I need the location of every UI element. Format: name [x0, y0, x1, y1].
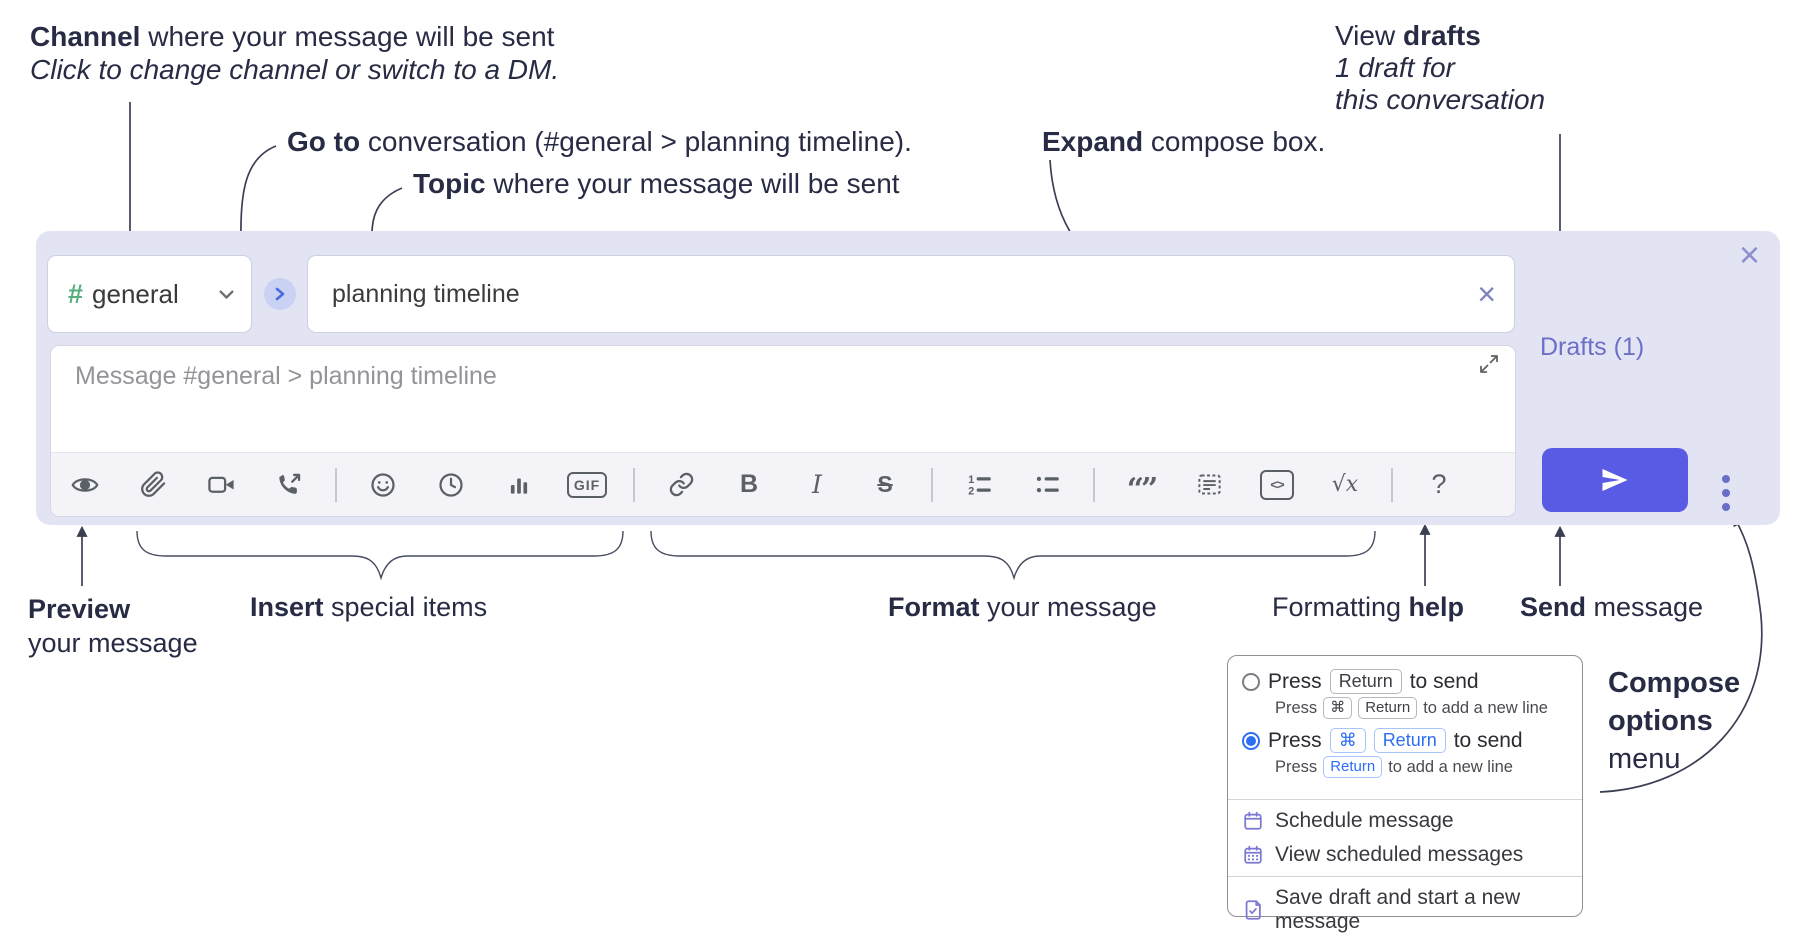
- chevron-down-icon: [218, 287, 235, 301]
- svg-text:1: 1: [968, 474, 974, 486]
- spoiler-icon[interactable]: [1187, 463, 1231, 507]
- code-icon[interactable]: <>: [1255, 463, 1299, 507]
- cmd-enter-sends-subtext: Press Return to add a new line: [1275, 756, 1568, 778]
- compose-options-annotation: Compose options menu: [1608, 667, 1741, 775]
- save-draft-item[interactable]: Save draft and start a new message: [1228, 881, 1582, 939]
- clear-topic-icon[interactable]: ×: [1477, 276, 1496, 312]
- goto-annotation: Go to conversation (#general > planning …: [287, 126, 912, 157]
- topic-value: planning timeline: [332, 279, 520, 308]
- channel-hash-icon: #: [68, 278, 84, 309]
- schedule-time-icon[interactable]: [429, 463, 473, 507]
- view-drafts-annotation: View drafts 1 draft for this conversatio…: [1335, 20, 1546, 115]
- topic-annotation: Topic where your message will be sent: [413, 168, 900, 199]
- italic-icon[interactable]: I: [812, 470, 822, 499]
- goto-arrow: [235, 145, 277, 243]
- gif-icon[interactable]: GIF: [565, 463, 609, 507]
- schedule-message-item[interactable]: Schedule message: [1228, 804, 1582, 838]
- link-icon[interactable]: [659, 463, 703, 507]
- toolbar-divider: [1093, 467, 1095, 502]
- bulleted-list-icon[interactable]: [1025, 463, 1069, 507]
- bold-icon[interactable]: B: [739, 470, 759, 498]
- close-compose-icon[interactable]: ×: [1738, 234, 1760, 275]
- compose-options-menu-button[interactable]: [1718, 460, 1734, 526]
- video-call-icon[interactable]: [199, 463, 243, 507]
- formatting-help-annotation: Formatting help: [1272, 592, 1465, 622]
- quote-icon[interactable]: “”: [1126, 472, 1159, 507]
- preview-annotation: Preview your message: [28, 594, 198, 658]
- topic-input[interactable]: planning timeline ×: [307, 255, 1515, 333]
- goto-conversation-button[interactable]: [264, 278, 296, 310]
- expand-compose-icon[interactable]: [1477, 352, 1501, 381]
- enter-sends-subtext: Press ⌘ Return to add a new line: [1275, 697, 1568, 719]
- svg-text:2: 2: [968, 486, 974, 498]
- view-scheduled-messages-item[interactable]: View scheduled messages: [1228, 838, 1582, 872]
- cmd-enter-sends-option[interactable]: Press ⌘ Return to send: [1242, 727, 1568, 754]
- channel-name: general: [92, 278, 179, 309]
- insert-annotation: Insert special items: [250, 592, 488, 622]
- popup-divider: [1228, 798, 1582, 800]
- send-button[interactable]: [1542, 448, 1688, 512]
- calendar-icon: [1242, 810, 1264, 832]
- calendar-grid-icon: [1242, 844, 1264, 866]
- message-textarea[interactable]: Message #general > planning timeline: [50, 345, 1516, 517]
- preview-icon[interactable]: [63, 463, 107, 507]
- format-annotation: Format your message: [888, 592, 1157, 622]
- chevron-right-icon: [275, 287, 285, 301]
- toolbar-divider: [931, 467, 933, 502]
- drafts-link[interactable]: Drafts (1): [1540, 333, 1645, 361]
- compose-box: # general planning timeline × × Drafts (…: [36, 231, 1780, 525]
- poll-chart-icon[interactable]: [497, 463, 541, 507]
- popup-divider: [1228, 875, 1582, 877]
- message-formatting-help-icon[interactable]: ?: [1431, 469, 1447, 499]
- format-brace: [650, 530, 1376, 581]
- toolbar-divider: [633, 467, 635, 502]
- expand-annotation: Expand compose box.: [1042, 126, 1326, 157]
- enter-sends-option[interactable]: Press Return to send: [1242, 669, 1568, 695]
- attach-file-icon[interactable]: [131, 463, 175, 507]
- math-icon[interactable]: √x: [1331, 472, 1359, 497]
- draft-note-icon: [1242, 899, 1264, 921]
- voice-call-icon[interactable]: [267, 463, 311, 507]
- toolbar-divider: [335, 467, 337, 502]
- send-message-annotation: Send message: [1520, 592, 1704, 622]
- channel-annotation: Channel where your message will be sent …: [30, 21, 560, 85]
- numbered-list-icon[interactable]: 1 2: [957, 463, 1001, 507]
- compose-toolbar: GIF B I S 1 2: [51, 452, 1515, 516]
- compose-options-popup: Press Return to send Press ⌘ Return to a…: [1227, 655, 1583, 933]
- toolbar-divider: [1391, 467, 1393, 502]
- channel-selector[interactable]: # general: [47, 255, 252, 333]
- radio-unselected-icon[interactable]: [1242, 672, 1260, 691]
- insert-brace: [136, 530, 624, 581]
- message-placeholder: Message #general > planning timeline: [75, 362, 497, 390]
- radio-selected-icon[interactable]: [1242, 731, 1260, 750]
- emoji-icon[interactable]: [361, 463, 405, 507]
- send-plane-icon: [1602, 469, 1628, 491]
- strikethrough-icon[interactable]: S: [877, 471, 893, 497]
- dots-icon: [1722, 475, 1730, 483]
